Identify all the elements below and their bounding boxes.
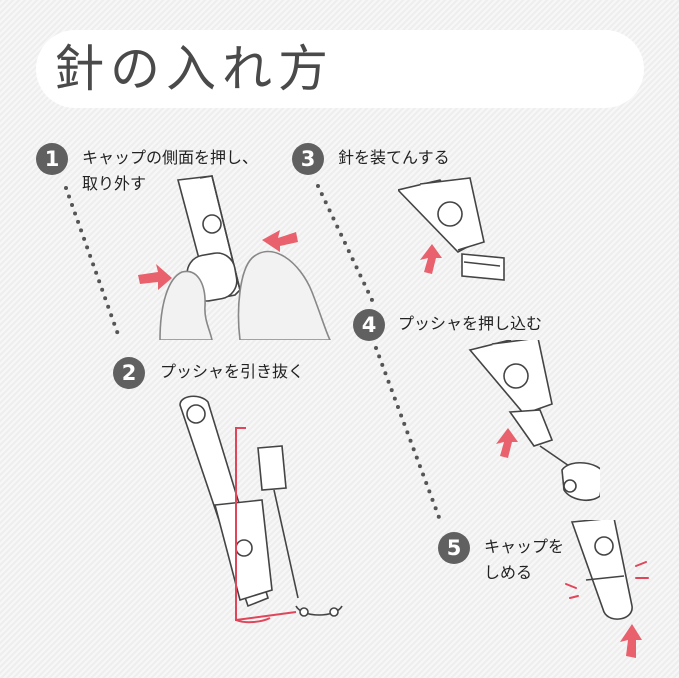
- step-2-illustration: [179, 395, 343, 617]
- arrow-up-4: [496, 428, 518, 458]
- connector-1-2: [64, 186, 122, 342]
- hand-right: [237, 250, 331, 340]
- step-5-text-line1: キャップを: [484, 537, 565, 556]
- step-5-number: 5: [438, 532, 470, 564]
- step-5-illustration: [570, 520, 633, 620]
- step-3-text: 針を装てんする: [338, 148, 450, 167]
- connector-3-4: [316, 184, 374, 302]
- dotted-connectors: [64, 184, 442, 522]
- step-1-number: 1: [36, 143, 68, 175]
- hand-left: [159, 270, 213, 340]
- arrow-left-1: [138, 264, 172, 290]
- pusher: [257, 445, 287, 491]
- cap-button: [202, 214, 222, 234]
- step-4-number: 4: [353, 309, 385, 341]
- arrow-up-3: [420, 244, 442, 274]
- arrow-up-5: [620, 624, 642, 658]
- connector-4-5: [374, 346, 442, 522]
- step-1-illustration: [159, 175, 331, 340]
- staples: [461, 253, 505, 281]
- step-1-text-line2: 取り外す: [82, 174, 147, 193]
- step-5-text-line2: しめる: [484, 563, 533, 582]
- impact-lines: [565, 561, 649, 599]
- step-4-text: プッシャを押し込む: [398, 314, 543, 333]
- arrow-right-1: [262, 230, 298, 252]
- step-2-text: プッシャを引き抜く: [160, 362, 305, 381]
- step-3-illustration: [398, 177, 505, 281]
- title-banner: [36, 30, 644, 108]
- page-title: 針の入れ方: [54, 40, 334, 98]
- stapler-head-5: [570, 520, 633, 620]
- step-3-number: 3: [292, 143, 324, 175]
- step-2-number: 2: [113, 357, 145, 389]
- step-4-illustration: [468, 340, 600, 502]
- step-1-text-line1: キャップの側面を押し、: [82, 148, 259, 167]
